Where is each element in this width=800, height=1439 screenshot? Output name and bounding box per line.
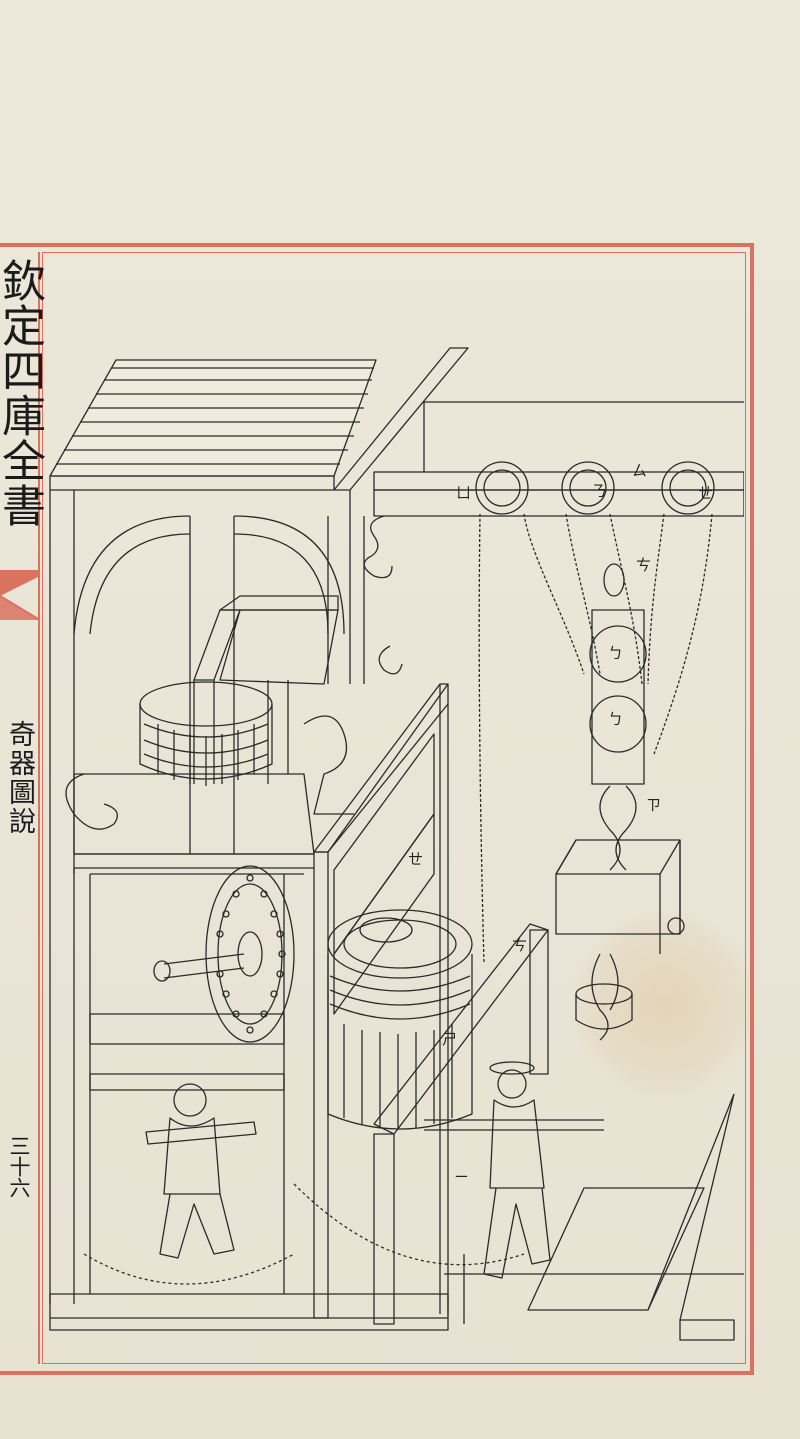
label-chain-lower: ㄗ [646, 796, 661, 814]
fish-tail-mark [0, 566, 41, 624]
chains [478, 513, 713, 965]
pulleys [475, 461, 715, 515]
worker-right [424, 1061, 604, 1279]
label-pulley-3: ㄝ [698, 484, 713, 502]
gear-wheel [153, 865, 295, 1043]
worker-left [145, 1083, 257, 1259]
upper-millstone [139, 595, 339, 786]
water-stain [570, 910, 760, 1100]
series-title: 欽定四庫全書 [0, 258, 45, 528]
label-beam-top: ㄙ [632, 462, 647, 480]
label-pulley-1: ㄩ [456, 484, 471, 502]
label-block-upper: ㄅ [608, 644, 623, 662]
label-ground-path: ㄧ [454, 1168, 469, 1186]
label-pulley-2: ㄋ [592, 482, 607, 500]
label-lever-post: ㄘ [512, 936, 527, 954]
label-crank: ㄝ [408, 850, 423, 868]
book-title: 奇器圖說 [4, 720, 35, 836]
label-chain-top: ㄘ [636, 556, 651, 574]
page-border-outer [0, 243, 754, 1375]
winding-drum [327, 909, 473, 1130]
page-number: 三十六 [7, 1135, 31, 1198]
roof-planks [49, 359, 377, 491]
hoist-block [589, 563, 647, 871]
page-border-inner [42, 252, 746, 1364]
label-drum: ㄕ [442, 1030, 457, 1048]
machine-illustration: ㄩ ㄋ ㄝ ㄙ ㄘ ㄅ ㄅ ㄗ ㄕ ㄝ ㄘ ㄧ [44, 254, 744, 1362]
weight-box [555, 839, 685, 1041]
margin-divider [38, 252, 40, 1364]
label-block-lower: ㄅ [608, 710, 623, 728]
